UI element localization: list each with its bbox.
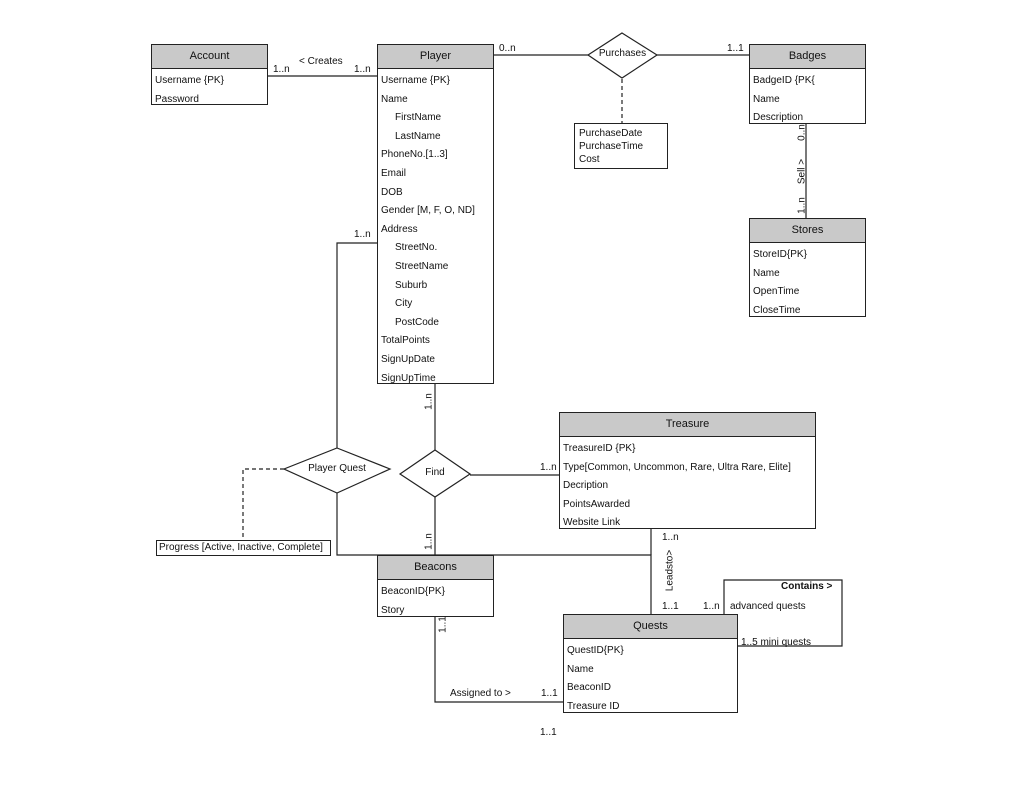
entity-attribute: TotalPoints [381,335,430,347]
entity-attribute: Name [753,267,780,279]
note-line: Cost [579,154,600,165]
multiplicity-label: 1..1 [540,727,557,738]
multiplicity-label: 1..n [662,532,679,543]
assigned-to-label: Assigned to > [450,688,511,699]
entity-attribute: StreetName [395,260,449,272]
entity-title: Player [378,45,493,69]
entity-attribute: City [395,298,413,310]
player-quest-diamond [282,447,392,494]
multiplicity-label: 1..n [423,393,435,410]
multiplicity-label: 1..n [423,533,435,550]
leadsto-label: Leadsto> [664,549,676,592]
player-entity[interactable]: Player Username {PK} Name FirstName Last… [377,44,494,384]
entity-attribute: SignUpDate [381,353,435,365]
entity-attribute: PointsAwarded [563,498,631,510]
entity-attribute: TreasureID {PK} [563,443,636,454]
entity-attribute: Gender [M, F, O, ND] [381,205,475,217]
entity-attribute: BeaconID{PK} [381,586,445,597]
entity-attribute: BadgeID {PK{ [753,75,815,86]
multiplicity-label: 0..n [499,43,516,54]
entity-attribute: FirstName [395,112,442,124]
multiplicity-label: 1..n [273,64,290,75]
sell-label: Sell > [796,158,808,185]
entity-attribute: Name [753,93,780,105]
entity-title: Account [152,45,267,69]
progress-line [242,468,284,541]
entity-attribute: Username {PK} [155,75,224,86]
entity-attribute: OpenTime [753,286,800,298]
multiplicity-label: 0..n [796,124,808,141]
contains-mini: 1..5 mini quests [741,637,812,648]
contains-advanced: advanced quests [730,601,806,612]
progress-note: Progress [Active, Inactive, Complete] [156,540,331,556]
note-line: PurchaseDate [579,128,643,139]
entity-title: Quests [564,615,737,639]
player-playerquest-line [336,242,378,448]
entity-attribute: Treasure ID [567,700,620,712]
entity-attribute: SignUpTime [381,372,436,384]
entity-attribute: QuestID{PK} [567,645,624,656]
note-line: PurchaseTime [579,141,644,152]
entity-attribute: Username {PK} [381,75,450,86]
entity-title: Badges [750,45,865,69]
multiplicity-label: 1..1 [662,601,679,612]
contains-line [723,579,843,647]
entity-attribute: Address [381,223,418,235]
badges-entity[interactable]: Badges BadgeID {PK{ Name Description [749,44,866,124]
multiplicity-label: 1..n [796,197,808,214]
entity-attribute: PostCode [395,316,439,328]
find-label: Find [425,467,445,478]
entity-title: Treasure [560,413,815,437]
multiplicity-label: 1..n [354,64,371,75]
entity-attribute: Name [567,663,594,675]
multiplicity-label: 1..1 [437,616,449,633]
entity-attribute: StoreID{PK} [753,249,807,260]
multiplicity-label: 1..1 [727,43,744,54]
assigned-line [434,616,564,703]
entity-attribute: Decription [563,480,609,492]
entity-attribute: Name [381,93,408,105]
multiplicity-label: 1..n [703,601,720,612]
multiplicity-label: 1..1 [541,688,558,699]
purchases-label: Purchases [598,48,647,59]
account-entity[interactable]: Account Username {PK} Password [151,44,268,105]
entity-title: Beacons [378,556,493,580]
find-diamond [398,449,472,498]
entity-attribute: BeaconID [567,682,611,694]
entity-attribute: Email [381,167,407,179]
entity-attribute: DOB [381,186,403,198]
contains-title: Contains > [781,581,833,592]
playerquest-quests-line [336,493,652,615]
entity-attribute: Story [381,604,405,616]
entity-title: Stores [750,219,865,243]
note-line: Progress [Active, Inactive, Complete] [159,542,323,553]
creates-label: < Creates [299,56,343,67]
multiplicity-label: 1..n [354,229,371,240]
purchases-diamond [586,32,659,79]
multiplicity-label: 1..n [540,462,557,473]
entity-attribute: Suburb [395,279,428,291]
treasure-entity[interactable]: Treasure TreasureID {PK} Type[Common, Un… [559,412,816,529]
entity-attribute: Type[Common, Uncommon, Rare, Ultra Rare,… [563,461,791,473]
entity-attribute: PhoneNo.[1..3] [381,149,448,161]
entity-attribute: StreetNo. [395,242,438,254]
quests-entity[interactable]: Quests QuestID{PK} Name BeaconID Treasur… [563,614,738,713]
beacons-entity[interactable]: Beacons BeaconID{PK} Story [377,555,494,617]
player-quest-label: Player Quest [308,463,366,474]
entity-attribute: Description [753,112,804,124]
entity-attribute: LastName [395,130,441,142]
stores-entity[interactable]: Stores StoreID{PK} Name OpenTime CloseTi… [749,218,866,317]
entity-attribute: CloseTime [753,304,801,316]
entity-attribute: Password [155,93,199,105]
purchases-attributes-note: PurchaseDate PurchaseTime Cost [574,123,668,169]
entity-attribute: Website Link [563,517,621,529]
